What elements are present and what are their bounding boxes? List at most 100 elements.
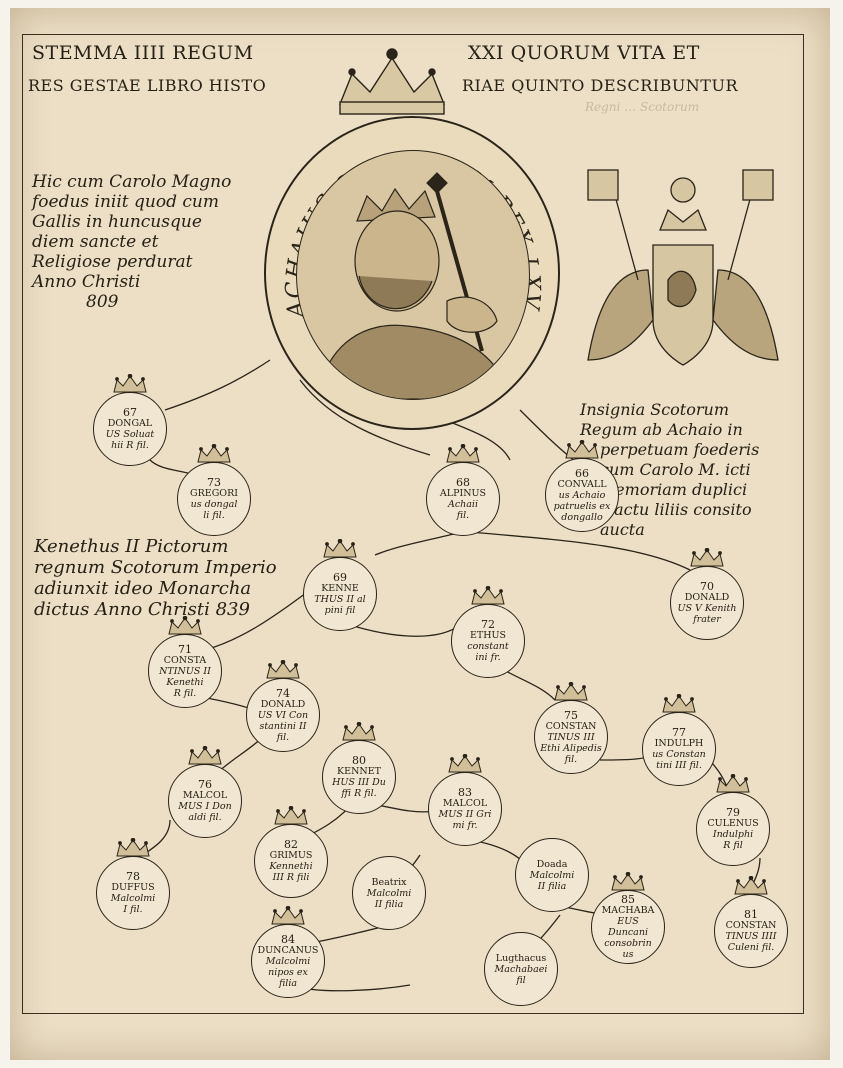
note-line: regnum Scotorum Imperio bbox=[34, 557, 277, 578]
king-label-line: dongallo bbox=[561, 511, 603, 523]
king-label-line: GRIMUS bbox=[269, 850, 313, 861]
king-label-line: US Soluat bbox=[105, 429, 155, 440]
king-label-line: us bbox=[622, 949, 634, 960]
king-label-line: CULENUS bbox=[707, 818, 759, 829]
king-label-line: Ethi Alipedis bbox=[540, 742, 602, 754]
king-label-line: DUNCANUS bbox=[257, 944, 319, 956]
king-label-line: fil. bbox=[564, 753, 578, 765]
king-label-line: fil. bbox=[456, 510, 470, 521]
king-number: 69 bbox=[333, 571, 347, 584]
king-label-line: fil. bbox=[276, 731, 290, 743]
king-label-line: hii R fil. bbox=[111, 440, 149, 451]
king-label-line: MALCOL bbox=[182, 790, 228, 801]
king-label-line: DONALD bbox=[684, 592, 730, 603]
crown-icon bbox=[115, 837, 151, 858]
king-number: 79 bbox=[726, 806, 740, 819]
note-insignia: Insignia Scotorum Regum ab Achaio in per… bbox=[580, 400, 759, 540]
note-line: Insignia Scotorum bbox=[580, 400, 729, 419]
king-label-line: Malcolmi bbox=[265, 955, 311, 967]
king-number: 75 bbox=[564, 708, 578, 722]
note-line: Kenethus II Pictorum bbox=[34, 536, 229, 557]
title-line1-left: STEMMA IIII REGUM bbox=[32, 42, 254, 64]
king-label-line: DUFFUS bbox=[111, 882, 155, 893]
plate-border bbox=[22, 34, 804, 1014]
king-label-line: Culeni fil. bbox=[727, 942, 775, 953]
note-line: foedus iniit quod cum bbox=[32, 192, 219, 212]
crown-icon bbox=[661, 693, 697, 714]
note-line: aucta bbox=[600, 520, 645, 539]
king-label-line: EUS Duncani bbox=[608, 916, 648, 938]
king-label-line: US VI Con bbox=[257, 709, 309, 721]
king-label-line: I fil. bbox=[123, 904, 143, 915]
king-label-line: Malcolmi bbox=[366, 887, 412, 899]
king-label-line: aldi fil. bbox=[188, 812, 222, 823]
king-label-line: THUS II al bbox=[314, 594, 366, 605]
king-label-line: Doada bbox=[536, 858, 568, 870]
king-label-line: Malcolmi bbox=[529, 869, 575, 881]
king-label-line: ETHUS bbox=[469, 630, 507, 641]
king-label-line: Beatrix bbox=[371, 876, 407, 888]
king-label-line: Machabaei bbox=[494, 963, 548, 975]
king-number: 83 bbox=[458, 786, 472, 799]
king-label-line: CONVALL bbox=[557, 478, 607, 490]
crown-icon bbox=[470, 585, 506, 606]
crown-icon bbox=[733, 875, 769, 896]
king-label-line: frater bbox=[693, 614, 721, 625]
king-number: 81 bbox=[744, 908, 758, 921]
king-label-line: Lugthacus bbox=[495, 952, 547, 964]
king-label-line: III R fili bbox=[272, 872, 310, 883]
crown-icon bbox=[322, 538, 358, 559]
king-label-line: Malcolmi bbox=[110, 893, 156, 904]
crown-icon bbox=[273, 805, 309, 826]
king-label-line: filia bbox=[278, 977, 298, 989]
king-number: 82 bbox=[284, 838, 298, 851]
king-label-line: fil bbox=[516, 974, 526, 986]
king-label-line: INDULPH bbox=[654, 738, 704, 749]
king-label-line: nipos ex bbox=[268, 966, 308, 978]
king-label-line: TINUS IIII bbox=[725, 931, 777, 942]
king-label-line: DONGAL bbox=[107, 418, 153, 429]
king-label-line: ALPINUS bbox=[439, 488, 487, 499]
king-label-line: Kenethi bbox=[166, 676, 204, 688]
crown-icon bbox=[167, 615, 203, 636]
title-line2-right: RIAE QUINTO DESCRIBUNTUR bbox=[462, 76, 739, 95]
king-label-line: KENNET bbox=[337, 766, 381, 777]
king-number: 78 bbox=[126, 870, 140, 883]
king-label-line: US V Kenith bbox=[677, 603, 737, 614]
king-label-line: patruelis ex bbox=[553, 500, 611, 512]
king-label-line: GREGORI bbox=[190, 488, 238, 499]
king-label-line: NTINUS II bbox=[159, 665, 211, 677]
king-number: 77 bbox=[672, 726, 686, 739]
note-kenethus: Kenethus II Pictorum regnum Scotorum Imp… bbox=[34, 536, 277, 620]
king-label-line: consobrin bbox=[604, 938, 652, 949]
crown-icon bbox=[270, 905, 306, 926]
crown-icon bbox=[196, 443, 232, 464]
king-number: 68 bbox=[456, 476, 470, 489]
king-label-line: Indulphi bbox=[712, 829, 754, 840]
note-line: memoriam duplici bbox=[600, 480, 748, 499]
king-label-line: R fil. bbox=[173, 687, 197, 699]
note-line: Gallis in huncusque bbox=[32, 212, 202, 232]
crown-icon bbox=[610, 871, 646, 892]
king-number: 70 bbox=[700, 580, 714, 593]
king-number: 80 bbox=[352, 754, 366, 767]
king-label-line: us Achaio bbox=[558, 489, 606, 501]
crown-icon bbox=[187, 745, 223, 766]
note-line: Hic cum Carolo Magno bbox=[32, 172, 232, 192]
king-number: 85 bbox=[621, 893, 635, 906]
king-number: 71 bbox=[178, 642, 192, 656]
crown-icon bbox=[715, 773, 751, 794]
king-label-line: Achaii bbox=[447, 499, 479, 510]
